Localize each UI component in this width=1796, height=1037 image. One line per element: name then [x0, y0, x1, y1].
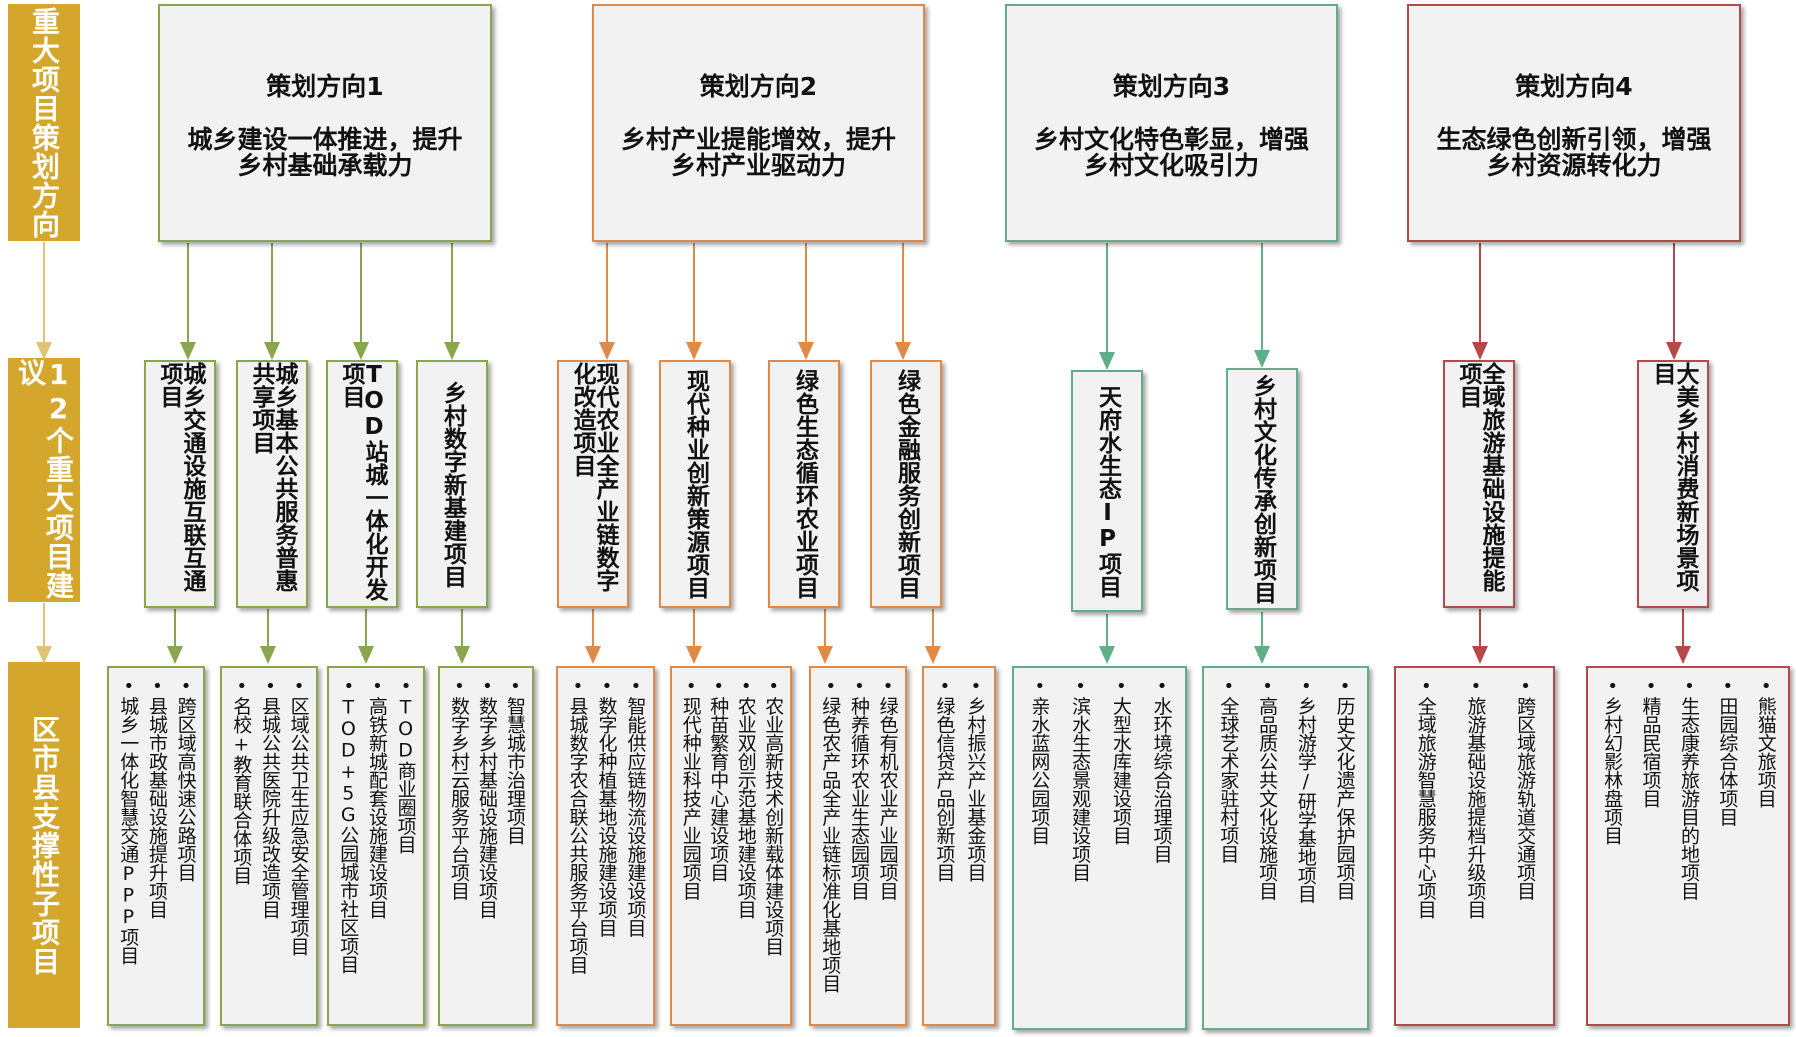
- project-box: 现代种业创新策源项目: [659, 360, 731, 608]
- direction-box-1: 策划方向1 城乡建设一体推进，提升 乡村基础承载力: [158, 4, 492, 242]
- subproject-item: •全球艺术家驻村项目: [1217, 676, 1240, 863]
- project-label: 乡村文化传承创新项目: [1249, 374, 1276, 604]
- subproject-box: •熊猫文旅项目 •田园综合体项目 •生态康养旅游目的地项目 •精品民宿项目 •乡…: [1586, 666, 1790, 1026]
- subproject-item: •名校+教育联合体项目: [230, 676, 253, 885]
- subproject-item: •历史文化遗产保护园项目: [1333, 676, 1356, 900]
- project-box: 大美乡村消费新场景项目: [1637, 360, 1709, 608]
- subproject-item: •县城市政基础设施提升项目: [145, 676, 168, 919]
- project-label: 乡村数字新基建项目: [439, 380, 466, 588]
- project-label: 城乡交通设施互联互通项目: [156, 362, 205, 592]
- subproject-item: •农业双创示范基地建设项目: [734, 676, 757, 919]
- project-label: 全域旅游基础设施提能项目: [1455, 362, 1504, 592]
- subproject-item: •跨区域高快速公路项目: [174, 676, 197, 882]
- subproject-item: •智慧城市治理项目: [503, 676, 526, 845]
- project-box: 乡村数字新基建项目: [416, 360, 488, 608]
- subproject-item: •跨区域旅游轨道交通项目: [1514, 676, 1537, 900]
- subproject-item: •数字乡村云服务平台项目: [447, 676, 470, 900]
- subproject-box: •智慧城市治理项目 •数字乡村基础设施建设项目 •数字乡村云服务平台项目: [438, 666, 534, 1026]
- subproject-item: •智能供应链物流设施建设项目: [624, 676, 647, 937]
- subproject-item: •TOD+5G公园城市社区项目: [337, 676, 360, 974]
- subproject-box: •跨区域高快速公路项目 •县城市政基础设施提升项目 •城乡一体化智慧交通PPP项…: [107, 666, 205, 1026]
- subproject-box: •绿色有机农业产业园项目 •种养循环农业生态园项目 •绿色农产品全产业链标准化基…: [809, 666, 907, 1026]
- project-box: 绿色金融服务创新项目: [870, 360, 942, 608]
- direction-desc: 城乡建设一体推进，提升 乡村基础承载力: [187, 124, 463, 180]
- project-box: 全域旅游基础设施提能项目: [1443, 360, 1515, 608]
- direction-box-3: 策划方向3 乡村文化特色彰显，增强 乡村文化吸引力: [1005, 4, 1338, 242]
- project-label: 现代农业全产业链数字化改造项目: [569, 362, 618, 592]
- subproject-item: •城乡一体化智慧交通PPP项目: [117, 676, 140, 965]
- subproject-item: •县城公共医院升级改造项目: [258, 676, 281, 919]
- subproject-item: •乡村幻影林盘项目: [1601, 676, 1624, 845]
- direction-title: 策划方向1: [266, 71, 384, 101]
- subproject-item: •亲水蓝网公园项目: [1028, 676, 1051, 845]
- row-label-directions: 重大项目策划方向: [8, 4, 80, 241]
- direction-desc: 乡村文化特色彰显，增强 乡村文化吸引力: [1033, 124, 1309, 180]
- direction-title: 策划方向4: [1515, 71, 1633, 101]
- subproject-item: •县城数字农合联公共服务平台项目: [566, 676, 589, 974]
- project-box: 城乡基本公共服务普惠共享项目: [236, 360, 308, 608]
- subproject-item: •农业高新技术创新载体建设项目: [762, 676, 785, 956]
- subproject-item: •旅游基础设施提档升级项目: [1464, 676, 1487, 919]
- subproject-item: •水环境综合治理项目: [1150, 676, 1173, 863]
- subproject-item: •乡村振兴产业基金项目: [964, 676, 987, 882]
- subproject-box: •乡村振兴产业基金项目 •绿色信贷产品创新项目: [922, 666, 996, 1026]
- subproject-item: •熊猫文旅项目: [1754, 676, 1777, 808]
- direction-title: 策划方向2: [699, 71, 818, 101]
- subproject-item: •高铁新城配套设施建设项目: [365, 676, 388, 919]
- subproject-box: •TOD商业圈项目 •高铁新城配套设施建设项目 •TOD+5G公园城市社区项目: [327, 666, 425, 1026]
- direction-box-2: 策划方向2 乡村产业提能增效，提升 乡村产业驱动力: [592, 4, 925, 242]
- project-box: TOD站城一体化开发项目: [326, 360, 398, 608]
- project-label: 城乡基本公共服务普惠共享项目: [248, 362, 297, 592]
- subproject-item: •绿色农产品全产业链标准化基地项目: [819, 676, 842, 993]
- project-box: 现代农业全产业链数字化改造项目: [557, 360, 629, 608]
- subproject-item: •种苗繁育中心建设项目: [707, 676, 730, 882]
- project-label: 大美乡村消费新场景项目: [1649, 362, 1698, 592]
- project-box: 乡村文化传承创新项目: [1226, 368, 1298, 610]
- direction-title: 策划方向3: [1112, 71, 1231, 101]
- subproject-item: •区域公共卫生应急安全管理项目: [287, 676, 310, 956]
- project-label: 绿色生态循环农业项目: [791, 369, 818, 599]
- subproject-item: •数字化种植基地设施建设项目: [595, 676, 618, 937]
- subproject-item: •田园综合体项目: [1716, 676, 1739, 826]
- project-label: TOD站城一体化开发项目: [338, 362, 387, 601]
- subproject-box: •智能供应链物流设施建设项目 •数字化种植基地设施建设项目 •县城数字农合联公共…: [556, 666, 655, 1026]
- subproject-item: •现代种业科技产业园项目: [679, 676, 702, 900]
- subproject-item: •大型水库建设项目: [1109, 676, 1132, 845]
- direction-desc: 乡村产业提能增效，提升 乡村产业驱动力: [620, 124, 896, 180]
- direction-desc: 生态绿色创新引领，增强 乡村资源转化力: [1436, 124, 1712, 180]
- subproject-box: •水环境综合治理项目 •大型水库建设项目 •滨水生态景观建设项目 •亲水蓝网公园…: [1012, 666, 1187, 1030]
- subproject-box: •历史文化遗产保护园项目 •乡村游学/研学基地项目 •高品质公共文化设施项目 •…: [1202, 666, 1369, 1030]
- subproject-box: •农业高新技术创新载体建设项目 •农业双创示范基地建设项目 •种苗繁育中心建设项…: [670, 666, 792, 1026]
- subproject-item: •乡村游学/研学基地项目: [1294, 676, 1317, 903]
- project-label: 绿色金融服务创新项目: [893, 369, 920, 599]
- project-box: 天府水生态IP项目: [1071, 370, 1143, 612]
- project-label: 现代种业创新策源项目: [682, 369, 709, 599]
- direction-box-4: 策划方向4 生态绿色创新引领，增强 乡村资源转化力: [1407, 4, 1741, 242]
- row-label-subprojects: 区市县支撑性子项目: [8, 662, 80, 1028]
- subproject-item: •生态康养旅游目的地项目: [1677, 676, 1700, 900]
- project-label: 天府水生态IP项目: [1094, 384, 1121, 598]
- project-box: 城乡交通设施互联互通项目: [144, 360, 216, 608]
- subproject-item: •绿色有机农业产业园项目: [876, 676, 899, 900]
- subproject-item: •精品民宿项目: [1639, 676, 1662, 808]
- subproject-item: •绿色信贷产品创新项目: [933, 676, 956, 882]
- subproject-item: •TOD商业圈项目: [394, 676, 417, 854]
- subproject-item: •种养循环农业生态园项目: [847, 676, 870, 900]
- subproject-box: •区域公共卫生应急安全管理项目 •县城公共医院升级改造项目 •名校+教育联合体项…: [220, 666, 318, 1026]
- subproject-item: •数字乡村基础设施建设项目: [475, 676, 498, 919]
- row-label-projects: 12个重大项目建议: [8, 358, 80, 602]
- subproject-item: •高品质公共文化设施项目: [1256, 676, 1279, 900]
- project-box: 绿色生态循环农业项目: [768, 360, 840, 608]
- subproject-item: •全域旅游智慧服务中心项目: [1414, 676, 1437, 919]
- subproject-item: •滨水生态景观建设项目: [1069, 676, 1092, 882]
- subproject-box: •跨区域旅游轨道交通项目 •旅游基础设施提档升级项目 •全域旅游智慧服务中心项目: [1394, 666, 1555, 1026]
